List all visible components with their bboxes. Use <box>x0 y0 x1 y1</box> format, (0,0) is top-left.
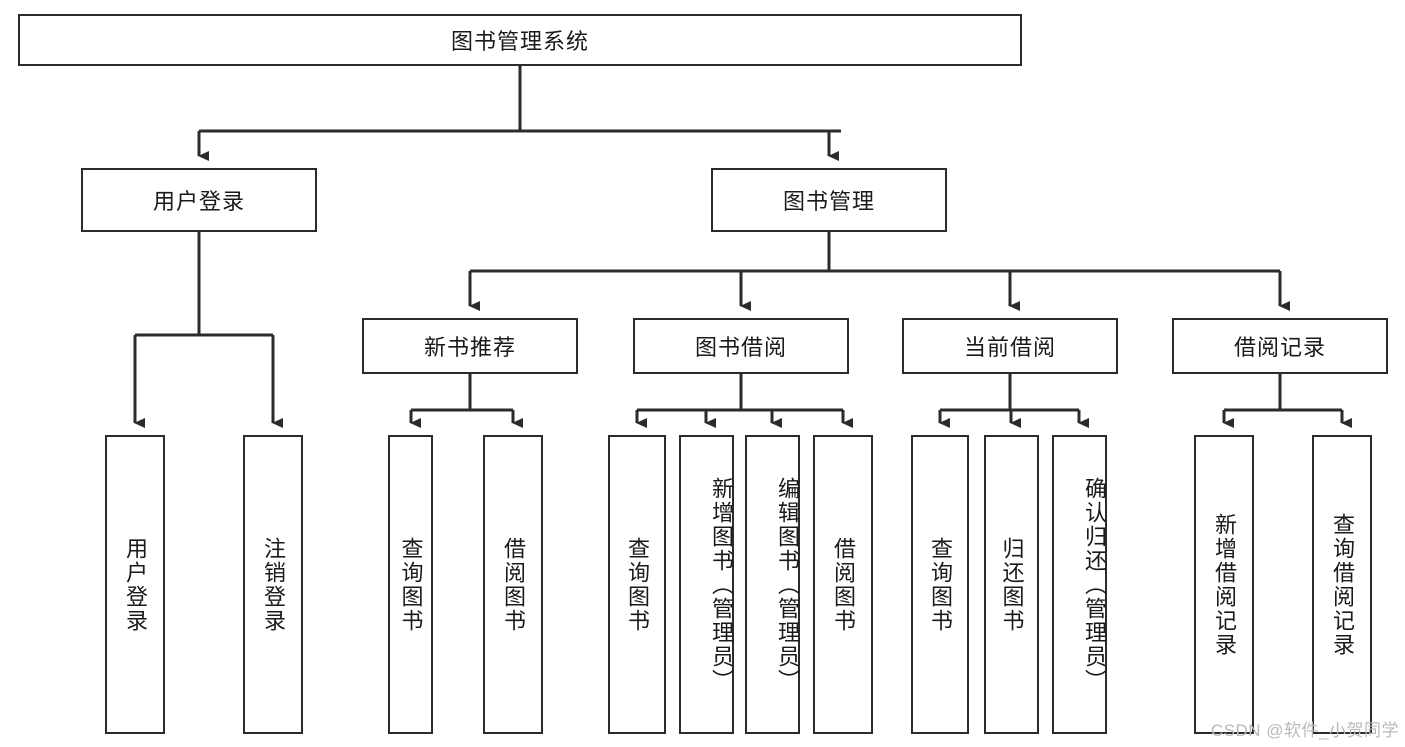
node-leaf-edit-book-admin[interactable]: 编辑图书（管理员） <box>745 435 800 734</box>
node-leaf-add-book-admin[interactable]: 新增图书（管理员） <box>679 435 734 734</box>
node-user-login-label: 用户登录 <box>152 189 245 214</box>
node-leaf-query-book-newbook[interactable]: 查询图书 <box>388 435 433 734</box>
node-leaf-logout-label: 注销登录 <box>261 536 286 633</box>
node-leaf-query-book-borrow[interactable]: 查询图书 <box>608 435 666 734</box>
node-leaf-add-book-admin-label: 新增图书（管理员） <box>709 476 734 693</box>
node-leaf-borrow-book-newbook[interactable]: 借阅图书 <box>483 435 543 734</box>
node-leaf-query-book-borrow-label: 查询图书 <box>625 536 650 633</box>
node-leaf-user-login-label: 用户登录 <box>123 536 148 633</box>
node-borrow-records[interactable]: 借阅记录 <box>1172 318 1388 374</box>
node-leaf-user-login[interactable]: 用户登录 <box>105 435 165 734</box>
node-leaf-return-book[interactable]: 归还图书 <box>984 435 1039 734</box>
node-leaf-logout[interactable]: 注销登录 <box>243 435 303 734</box>
node-book-management[interactable]: 图书管理 <box>711 168 947 232</box>
node-new-book-recommend[interactable]: 新书推荐 <box>362 318 578 374</box>
node-leaf-confirm-return-admin[interactable]: 确认归还（管理员） <box>1052 435 1107 734</box>
node-root-label: 图书管理系统 <box>450 29 589 54</box>
node-book-borrow[interactable]: 图书借阅 <box>633 318 849 374</box>
node-book-management-label: 图书管理 <box>782 189 875 214</box>
node-leaf-borrow-book-label: 借阅图书 <box>831 536 856 633</box>
node-user-login[interactable]: 用户登录 <box>81 168 317 232</box>
node-leaf-query-book-current-label: 查询图书 <box>928 536 953 633</box>
node-leaf-add-borrow-record-label: 新增借阅记录 <box>1212 512 1237 657</box>
node-borrow-records-label: 借阅记录 <box>1233 335 1326 360</box>
node-leaf-query-book-current[interactable]: 查询图书 <box>911 435 969 734</box>
node-root-system[interactable]: 图书管理系统 <box>18 14 1022 66</box>
node-leaf-edit-book-admin-label: 编辑图书（管理员） <box>775 476 800 693</box>
node-current-borrow-label: 当前借阅 <box>963 335 1056 360</box>
node-current-borrow[interactable]: 当前借阅 <box>902 318 1118 374</box>
node-leaf-add-borrow-record[interactable]: 新增借阅记录 <box>1194 435 1254 734</box>
node-leaf-borrow-book-newbook-label: 借阅图书 <box>501 536 526 633</box>
node-leaf-return-book-label: 归还图书 <box>999 536 1025 633</box>
watermark-text: CSDN @软件_小贺同学 <box>1210 721 1399 740</box>
node-leaf-query-borrow-record-label: 查询借阅记录 <box>1330 512 1355 657</box>
node-book-borrow-label: 图书借阅 <box>694 335 787 360</box>
node-leaf-borrow-book[interactable]: 借阅图书 <box>813 435 873 734</box>
node-leaf-query-borrow-record[interactable]: 查询借阅记录 <box>1312 435 1372 734</box>
node-leaf-confirm-return-admin-label: 确认归还（管理员） <box>1082 476 1107 693</box>
node-leaf-query-book-newbook-label: 查询图书 <box>398 536 424 633</box>
node-new-book-recommend-label: 新书推荐 <box>423 335 516 360</box>
